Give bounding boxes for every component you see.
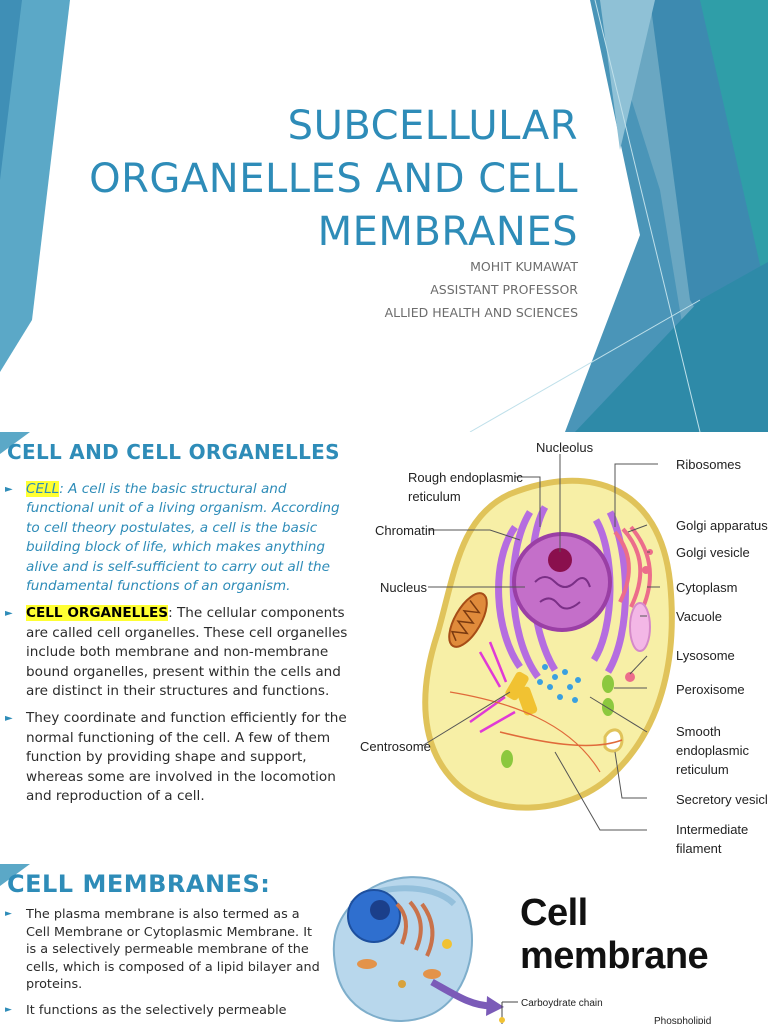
label-rough-er-line1: Rough endoplasmic: [408, 470, 523, 485]
bullet-arrow-icon: ►: [5, 608, 13, 620]
author-position: ASSISTANT PROFESSOR: [430, 282, 578, 297]
label-peroxisome: Peroxisome: [676, 682, 745, 697]
label-phospholipid: Phospholipid: [654, 1016, 711, 1024]
label-nucleus: Nucleus: [380, 580, 427, 595]
bullet-arrow-icon: ►: [5, 484, 13, 495]
presentation-title: SUBCELLULAR ORGANELLES AND CELL MEMBRANE…: [38, 100, 578, 259]
label-chromatin: Chromatin: [375, 523, 435, 538]
slide-decoration-shapes: [0, 0, 768, 432]
title-line-2: ORGANELLES AND CELL: [89, 156, 578, 202]
animal-cell-diagram: Nucleolus Rough endoplasmic reticulum Ch…: [360, 440, 768, 856]
label-smooth-er-line1: Smooth: [676, 724, 721, 739]
bullet-selective-permeability: ►It functions as the selectively permeab…: [5, 1002, 287, 1018]
label-rough-er-line2: reticulum: [408, 489, 461, 504]
bullet-cell-definition: ►CELL: A cell is the basic structural an…: [5, 481, 340, 595]
bullet-cell-organelles: ►CELL ORGANELLES: The cellular component…: [5, 605, 348, 700]
slide-heading: CELL AND CELL ORGANELLES: [7, 440, 340, 464]
label-centrosome: Centrosome: [360, 739, 431, 754]
author-department: ALLIED HEALTH AND SCIENCES: [384, 305, 578, 320]
bullet-plasma-membrane: ►The plasma membrane is also termed as a…: [5, 907, 320, 992]
slide-corner-decoration: [0, 432, 30, 454]
bullet-list: ►CELL: A cell is the basic structural an…: [0, 480, 356, 815]
bullet-arrow-icon: ►: [5, 713, 13, 725]
label-ribosomes: Ribosomes: [676, 457, 742, 472]
label-smooth-er-line3: reticulum: [676, 762, 729, 777]
label-cytoplasm: Cytoplasm: [676, 580, 737, 595]
highlighted-term: CELL: [26, 481, 60, 497]
label-smooth-er-line2: endoplasmic: [676, 743, 749, 758]
label-nucleolus: Nucleolus: [536, 440, 594, 455]
author-block: MOHIT KUMAWAT ASSISTANT PROFESSOR ALLIED…: [385, 255, 578, 324]
figure-title: Cell membrane: [520, 892, 709, 977]
label-lysosome: Lysosome: [676, 648, 735, 663]
cell-membranes-slide: CELL MEMBRANES: ►The plasma membrane is …: [0, 864, 768, 1024]
label-intermediate-line2: filament: [676, 841, 722, 856]
title-line-3: MEMBRANES: [317, 209, 578, 255]
slide-corner-decoration: [0, 864, 30, 886]
label-intermediate-line1: Intermediate: [676, 822, 748, 837]
cell-membrane-illustration: Carboydrate chain Phospholipid: [332, 876, 711, 1024]
bullet-list: ►The plasma membrane is also termed as a…: [0, 906, 320, 1024]
title-line-1: SUBCELLULAR: [287, 103, 578, 149]
label-golgi-vesicle: Golgi vesicle: [676, 545, 750, 560]
bullet-arrow-icon: ►: [5, 909, 12, 919]
bullet-arrow-icon: ►: [5, 1004, 12, 1015]
author-name: MOHIT KUMAWAT: [470, 259, 578, 274]
label-vacuole: Vacuole: [676, 609, 722, 624]
label-carbohydrate-chain: Carboydrate chain: [521, 998, 603, 1009]
title-slide: SUBCELLULAR ORGANELLES AND CELL MEMBRANE…: [0, 0, 768, 432]
slide-heading: CELL MEMBRANES:: [7, 870, 271, 898]
label-secretory-vesicle: Secretory vesicle: [676, 792, 768, 807]
label-golgi-apparatus: Golgi apparatus: [676, 518, 768, 533]
bullet-organelle-functions: ►They coordinate and function efficientl…: [5, 710, 347, 805]
cell-organelles-slide: CELL AND CELL ORGANELLES ►CELL: A cell i…: [0, 432, 768, 864]
highlighted-term: CELL ORGANELLES: [26, 605, 169, 622]
